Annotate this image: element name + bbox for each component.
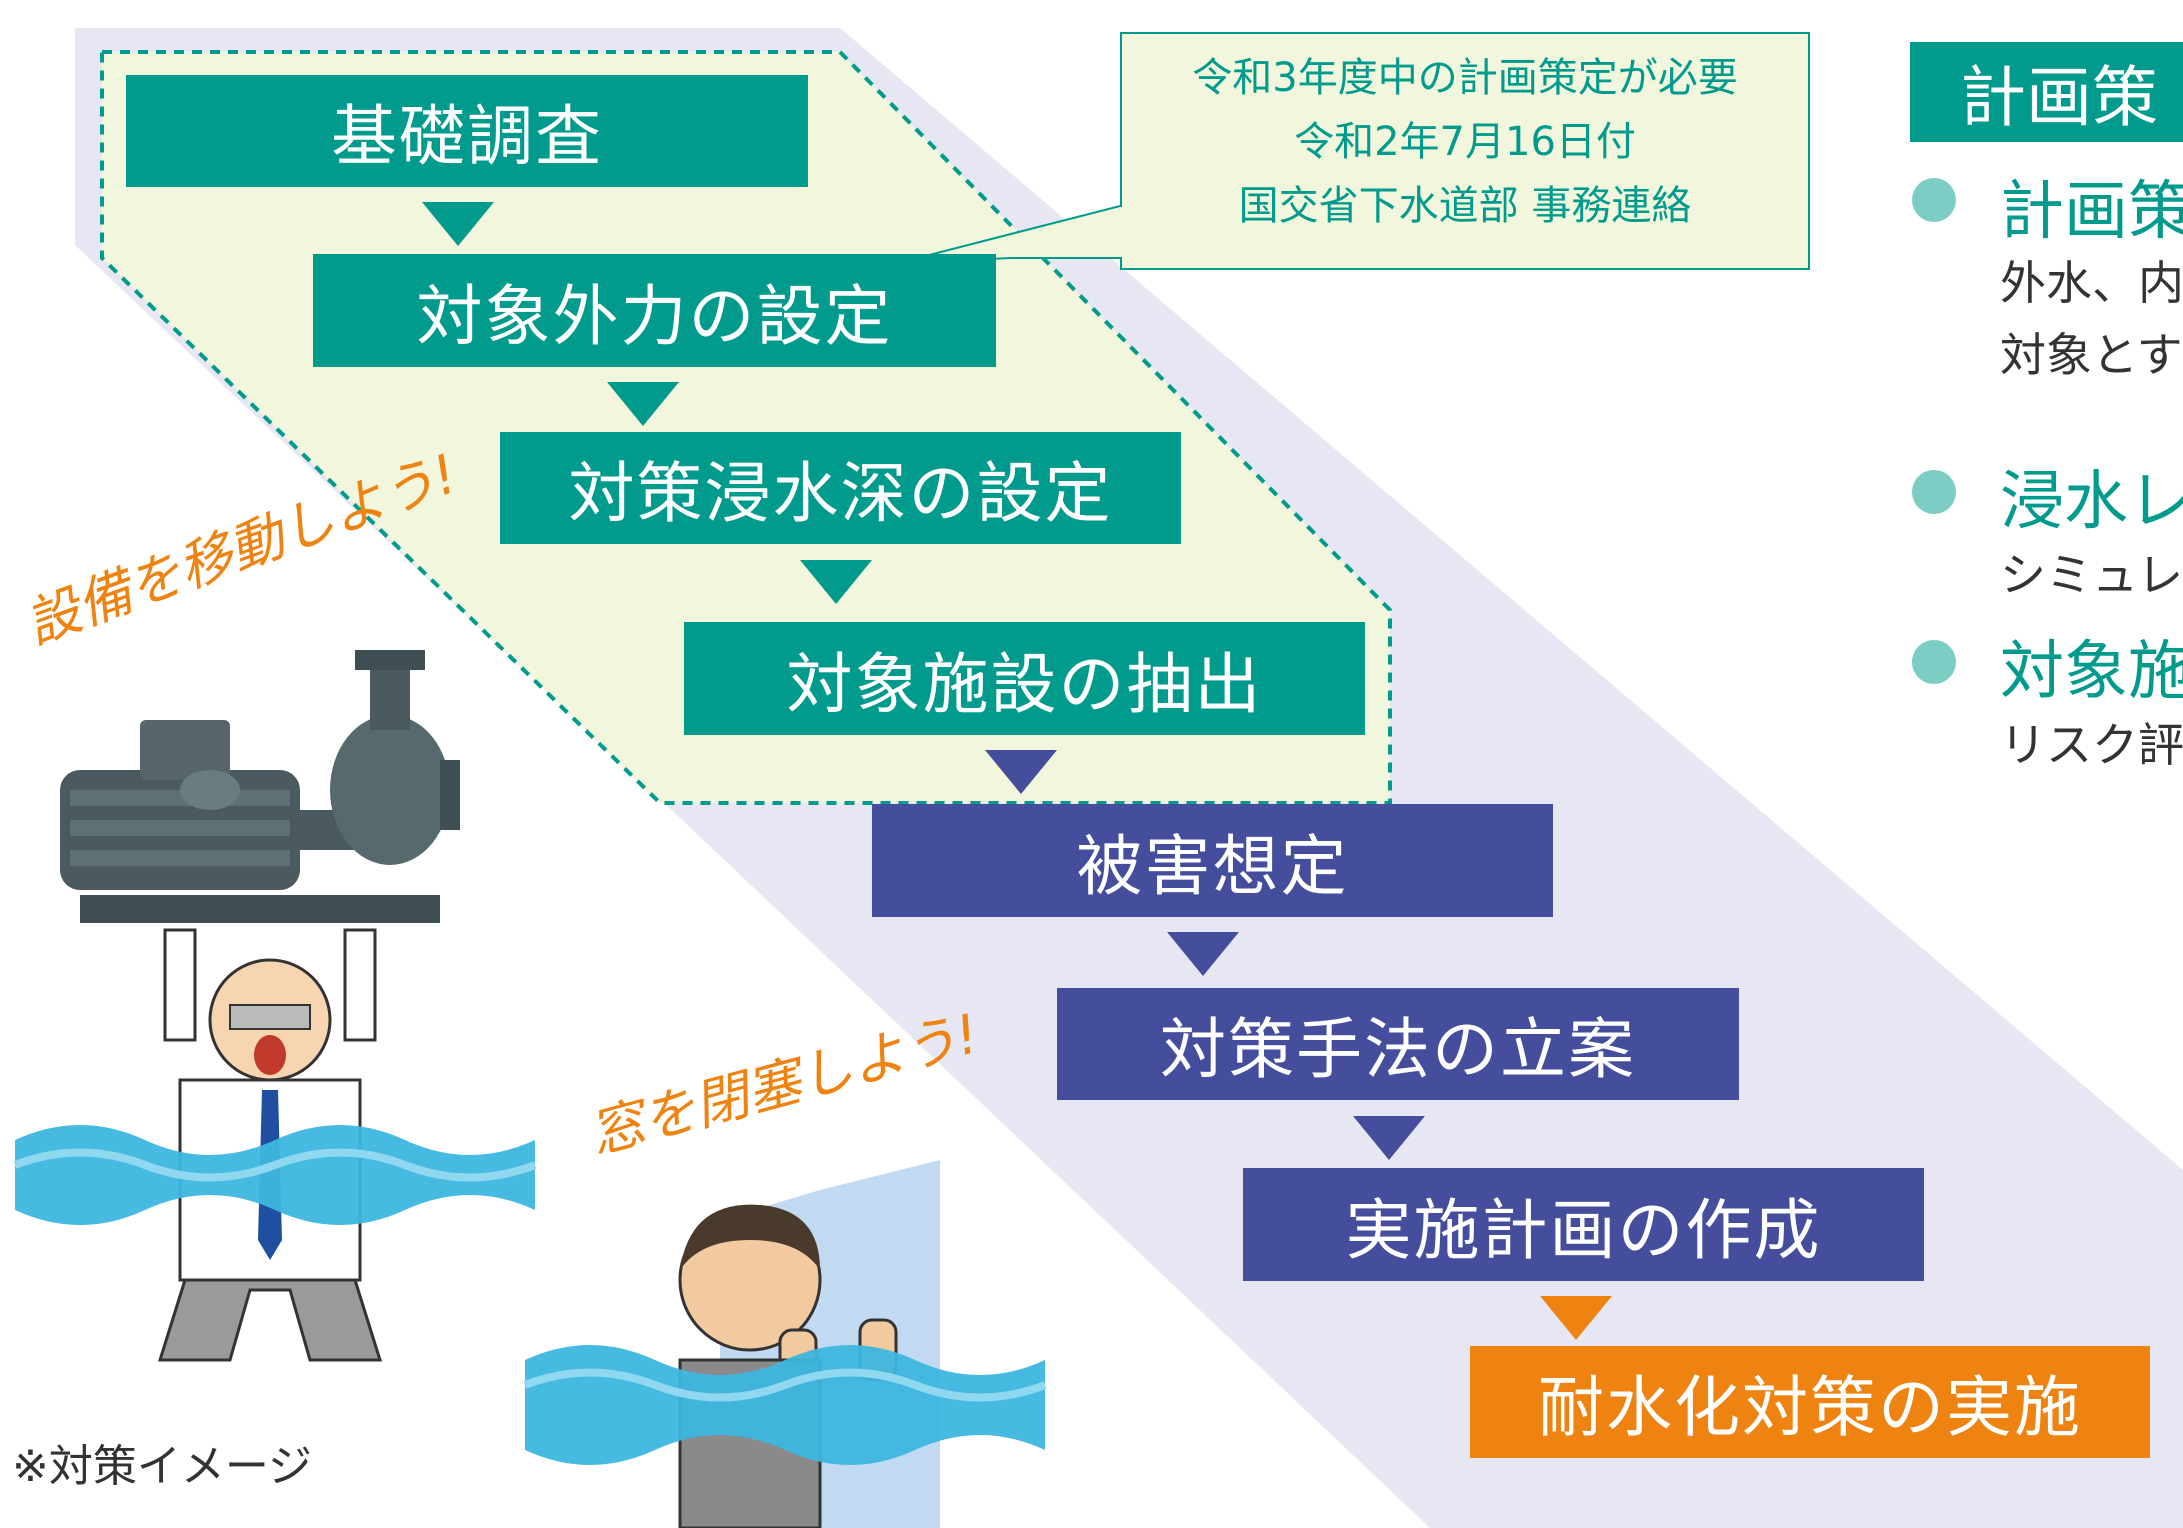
step-waterproofing-implementation: 耐水化対策の実施 <box>1470 1346 2150 1458</box>
right-panel-heading-2: 浸水レ <box>2000 465 2183 539</box>
callout-line-2: 令和2年7月16日付 <box>1294 119 1636 165</box>
right-panel-text-2a: シミュレ <box>2000 548 2183 602</box>
step-flood-depth: 対策浸水深の設定 <box>500 432 1181 544</box>
callout-line-1: 令和3年度中の計画策定が必要 <box>1192 55 1738 101</box>
step-implementation-plan: 実施計画の作成 <box>1243 1168 1924 1281</box>
right-panel-heading-1: 計画策 <box>2000 175 2183 249</box>
arrow-3 <box>800 560 872 604</box>
bullet-dot-1 <box>1912 178 1956 222</box>
step-external-force: 対象外力の設定 <box>313 254 996 367</box>
water-wave-2 <box>525 1345 1045 1465</box>
step-basic-survey: 基礎調査 <box>126 75 808 187</box>
step-damage-estimate: 被害想定 <box>872 804 1553 917</box>
step-facility-extraction: 対象施設の抽出 <box>684 622 1365 735</box>
arrow-5 <box>1167 932 1239 976</box>
arrow-4 <box>985 750 1057 794</box>
right-panel-heading-3: 対象施 <box>2000 635 2183 709</box>
illustration-sealing-window <box>523 1160 1047 1528</box>
arrow-7 <box>1540 1296 1612 1340</box>
pump-icon <box>60 650 460 923</box>
right-panel-text-1b: 対象とす <box>2000 328 2183 382</box>
right-panel-text-3a: リスク評 <box>2000 718 2183 772</box>
bullet-dot-2 <box>1912 470 1956 514</box>
right-panel-text-1a: 外水、内 <box>2000 256 2183 310</box>
callout-line-3: 国交省下水道部 事務連絡 <box>1238 183 1692 229</box>
illustration-lifting-pump <box>13 650 537 1362</box>
arrow-1 <box>422 202 494 246</box>
bullet-dot-3 <box>1912 640 1956 684</box>
water-wave-1 <box>15 1125 535 1225</box>
deadline-callout: 令和3年度中の計画策定が必要 令和2年7月16日付 国交省下水道部 事務連絡 <box>1120 32 1810 270</box>
right-panel-title: 計画策 <box>1910 42 2183 142</box>
arrow-6 <box>1353 1116 1425 1160</box>
illustration-note: ※対策イメージ <box>12 1441 312 1492</box>
callout-pointer-joint <box>1119 207 1124 257</box>
arrow-2 <box>607 382 679 426</box>
step-measure-planning: 対策手法の立案 <box>1057 988 1739 1100</box>
